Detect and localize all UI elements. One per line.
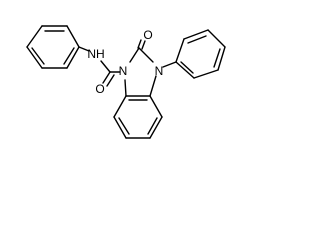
bond-urea-co-second (141, 40, 146, 50)
atom-label-amide-nh: NH (87, 47, 104, 61)
bond (26, 25, 43, 48)
bond (149, 116, 163, 139)
atom-label-amide-o: O (95, 82, 104, 96)
bond (113, 116, 127, 139)
bond (207, 29, 226, 48)
bond (66, 25, 80, 48)
bond-ring-to-nh (78, 46, 90, 52)
bond (175, 38, 185, 63)
double-bond-inner (187, 35, 207, 44)
bond-nh-to-carbonyl (100, 60, 111, 73)
bond (175, 61, 195, 79)
double-bond-inner (213, 48, 221, 68)
structure-diagram: NH O N O N (26, 25, 226, 139)
bond (26, 46, 43, 69)
double-bond-inner (147, 117, 158, 135)
bond (124, 79, 127, 97)
bond-amide-co-second (106, 74, 115, 87)
bond-amide-co (102, 71, 111, 84)
bond (113, 95, 127, 118)
right-phenyl-ring (175, 29, 226, 79)
double-bond-inner (118, 117, 130, 135)
bond (193, 69, 219, 79)
bond (183, 29, 209, 40)
left-phenyl-ring (26, 25, 80, 69)
bond (138, 47, 154, 63)
bond (217, 46, 226, 71)
double-bond-inner (31, 47, 45, 65)
double-bond-inner (63, 47, 75, 65)
atom-label-urea-o: O (143, 28, 152, 42)
double-bond-inner (180, 61, 194, 74)
bond (66, 46, 80, 69)
benzo-ring (113, 95, 163, 139)
imidazolone-ring (124, 47, 157, 97)
atom-label-urea-n1: N (119, 64, 128, 78)
bond (129, 47, 140, 63)
bond-n3-to-phenyl (162, 61, 177, 68)
bond (149, 95, 163, 118)
bond (149, 75, 157, 97)
bond-urea-co (137, 39, 142, 49)
atom-label-urea-n3: N (155, 64, 164, 78)
molecule-canvas: NH O N O N (26, 25, 226, 139)
